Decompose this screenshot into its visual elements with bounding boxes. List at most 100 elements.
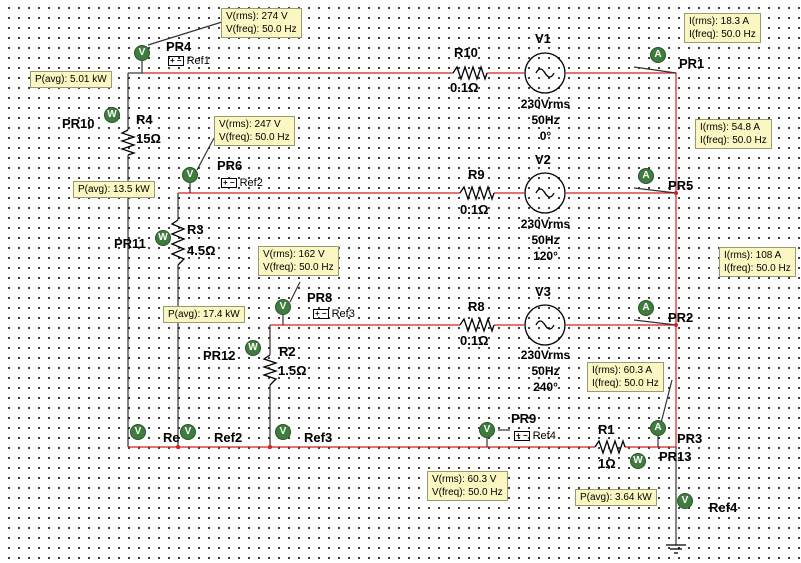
ref-label: Ref3: [331, 308, 355, 320]
ground-label-ref2: Ref2: [214, 430, 243, 445]
voltage-probe-pr4-icon[interactable]: V: [134, 45, 150, 61]
resistor-r9-name: R9: [468, 167, 485, 182]
source-v3-name: V3: [535, 284, 551, 299]
voltage-probe-pr8-icon[interactable]: V: [275, 299, 291, 315]
readout-line: P(avg): 17.4 kW: [168, 309, 240, 320]
readout-line: P(avg): 13.5 kW: [78, 184, 150, 195]
voltage-probe-pr9-icon[interactable]: V: [479, 422, 495, 438]
resistor-symbols: [119, 64, 626, 456]
readout-line: I(rms): 108 A: [724, 250, 782, 261]
resistor-r4-name: R4: [136, 112, 153, 127]
readout-line: V(freq): 50.0 Hz: [432, 487, 503, 498]
ref4-marker[interactable]: + −Ref4: [514, 430, 556, 442]
black-wires: [127, 21, 677, 545]
ref3-marker[interactable]: + −Ref3: [313, 308, 355, 320]
voltage-probe-pr6-icon[interactable]: V: [182, 167, 198, 183]
red-wires: [128, 72, 677, 448]
ground-voltage-ref2-icon[interactable]: V: [180, 424, 196, 440]
probe-pr8-readout: V(rms): 162 V V(freq): 50.0 Hz: [258, 246, 339, 276]
ref-label: Ref4: [532, 430, 556, 442]
readout-line: I(freq): 50.0 Hz: [700, 135, 767, 146]
ground-symbol: [666, 544, 686, 554]
readout-line: I(rms): 54.8 A: [700, 122, 761, 133]
probe-pr13-readout: P(avg): 3.64 kW: [575, 489, 657, 506]
probe-label-pr3: PR3: [677, 431, 703, 446]
ref-label: Ref1: [186, 55, 210, 67]
ref-symbol-icon: + −: [514, 431, 530, 441]
readout-line: I(freq): 50.0 Hz: [689, 29, 756, 40]
resistor-r8-value: 0.1Ω: [460, 333, 489, 348]
probe-label-pr6: PR6: [217, 158, 243, 173]
readout-line: V(rms): 162 V: [263, 249, 325, 260]
power-probe-pr10-icon[interactable]: W: [104, 107, 120, 123]
probe-pr3-readout: I(rms): 60.3 A I(freq): 50.0 Hz: [587, 362, 664, 392]
junction-dots: [176, 191, 678, 449]
source-phase: 120°: [533, 249, 558, 263]
readout-line: V(freq): 50.0 Hz: [219, 132, 290, 143]
probe-label-pr10: PR10: [62, 116, 95, 131]
ground-label-ref3: Ref3: [304, 430, 333, 445]
probe-label-pr12: PR12: [203, 348, 236, 363]
resistor-r3-name: R3: [187, 222, 204, 237]
source-phase: 0°: [539, 129, 552, 143]
ref-symbol-icon: + −: [313, 309, 329, 319]
source-freq: 50Hz: [531, 233, 560, 247]
resistor-r3-value: 4.5Ω: [187, 243, 216, 258]
readout-line: V(rms): 274 V: [226, 11, 288, 22]
probe-label-pr5: PR5: [668, 178, 694, 193]
resistor-r4-value: 15Ω: [136, 131, 161, 146]
source-rms: 230Vrms: [520, 348, 571, 362]
source-v3-params: 230Vrms 50Hz 240°: [508, 347, 583, 395]
probe-label-pr4: PR4: [166, 39, 192, 54]
readout-line: V(freq): 50.0 Hz: [226, 24, 297, 35]
source-freq: 50Hz: [531, 364, 560, 378]
probe-label-pr11: PR11: [114, 236, 146, 251]
current-probe-pr1-icon[interactable]: A: [650, 47, 666, 63]
readout-line: V(freq): 50.0 Hz: [263, 262, 334, 273]
ground-label-ref1: Re: [163, 430, 180, 445]
ac-source-symbols: [524, 52, 566, 346]
readout-line: V(rms): 60.3 V: [432, 474, 497, 485]
readout-line: I(freq): 50.0 Hz: [592, 378, 659, 389]
ref-symbol-icon: + −: [168, 56, 184, 66]
ground-voltage-ref3-icon[interactable]: V: [275, 424, 291, 440]
source-v2-params: 230Vrms 50Hz 120°: [508, 216, 583, 264]
resistor-r1-name: R1: [598, 422, 615, 437]
resistor-r9-value: 0.1Ω: [460, 202, 489, 217]
probe-pr5-readout: I(rms): 54.8 A I(freq): 50.0 Hz: [695, 119, 772, 149]
source-phase: 240°: [533, 380, 558, 394]
power-probe-pr13-icon[interactable]: W: [630, 453, 646, 469]
source-freq: 50Hz: [531, 113, 560, 127]
readout-line: I(rms): 60.3 A: [592, 365, 653, 376]
resistor-r8-name: R8: [468, 299, 485, 314]
readout-line: P(avg): 5.01 kW: [35, 74, 107, 85]
probe-pr11-readout: P(avg): 13.5 kW: [73, 181, 155, 198]
readout-line: I(freq): 50.0 Hz: [724, 263, 791, 274]
probe-label-pr8: PR8: [307, 290, 333, 305]
current-probe-pr5-icon[interactable]: A: [638, 168, 654, 184]
ref2-marker[interactable]: + −Ref2: [221, 177, 263, 189]
source-v2-name: V2: [535, 152, 551, 167]
ref1-marker[interactable]: + −Ref1: [168, 55, 210, 67]
ground-voltage-ref4-icon[interactable]: V: [677, 493, 693, 509]
probe-pr4-readout: V(rms): 274 V V(freq): 50.0 Hz: [221, 8, 302, 38]
ref-symbol-icon: + −: [221, 178, 237, 188]
resistor-r10-value: 0.1Ω: [450, 80, 479, 95]
current-probe-pr3-icon[interactable]: A: [650, 420, 666, 436]
probe-pr12-readout: P(avg): 17.4 kW: [163, 306, 245, 323]
ground-voltage-ref1-icon[interactable]: V: [130, 424, 146, 440]
power-probe-pr11-icon[interactable]: W: [155, 230, 171, 246]
power-probe-pr12-icon[interactable]: W: [245, 340, 261, 356]
source-v1-name: V1: [535, 31, 551, 46]
source-rms: 230Vrms: [520, 217, 571, 231]
current-probe-pr2-icon[interactable]: A: [638, 300, 654, 316]
probe-label-pr2: PR2: [668, 310, 694, 325]
readout-line: P(avg): 3.64 kW: [580, 492, 652, 503]
source-rms: 230Vrms: [520, 97, 571, 111]
source-v1-params: 230Vrms 50Hz 0°: [508, 96, 583, 144]
probe-label-pr13: PR13: [659, 449, 692, 464]
